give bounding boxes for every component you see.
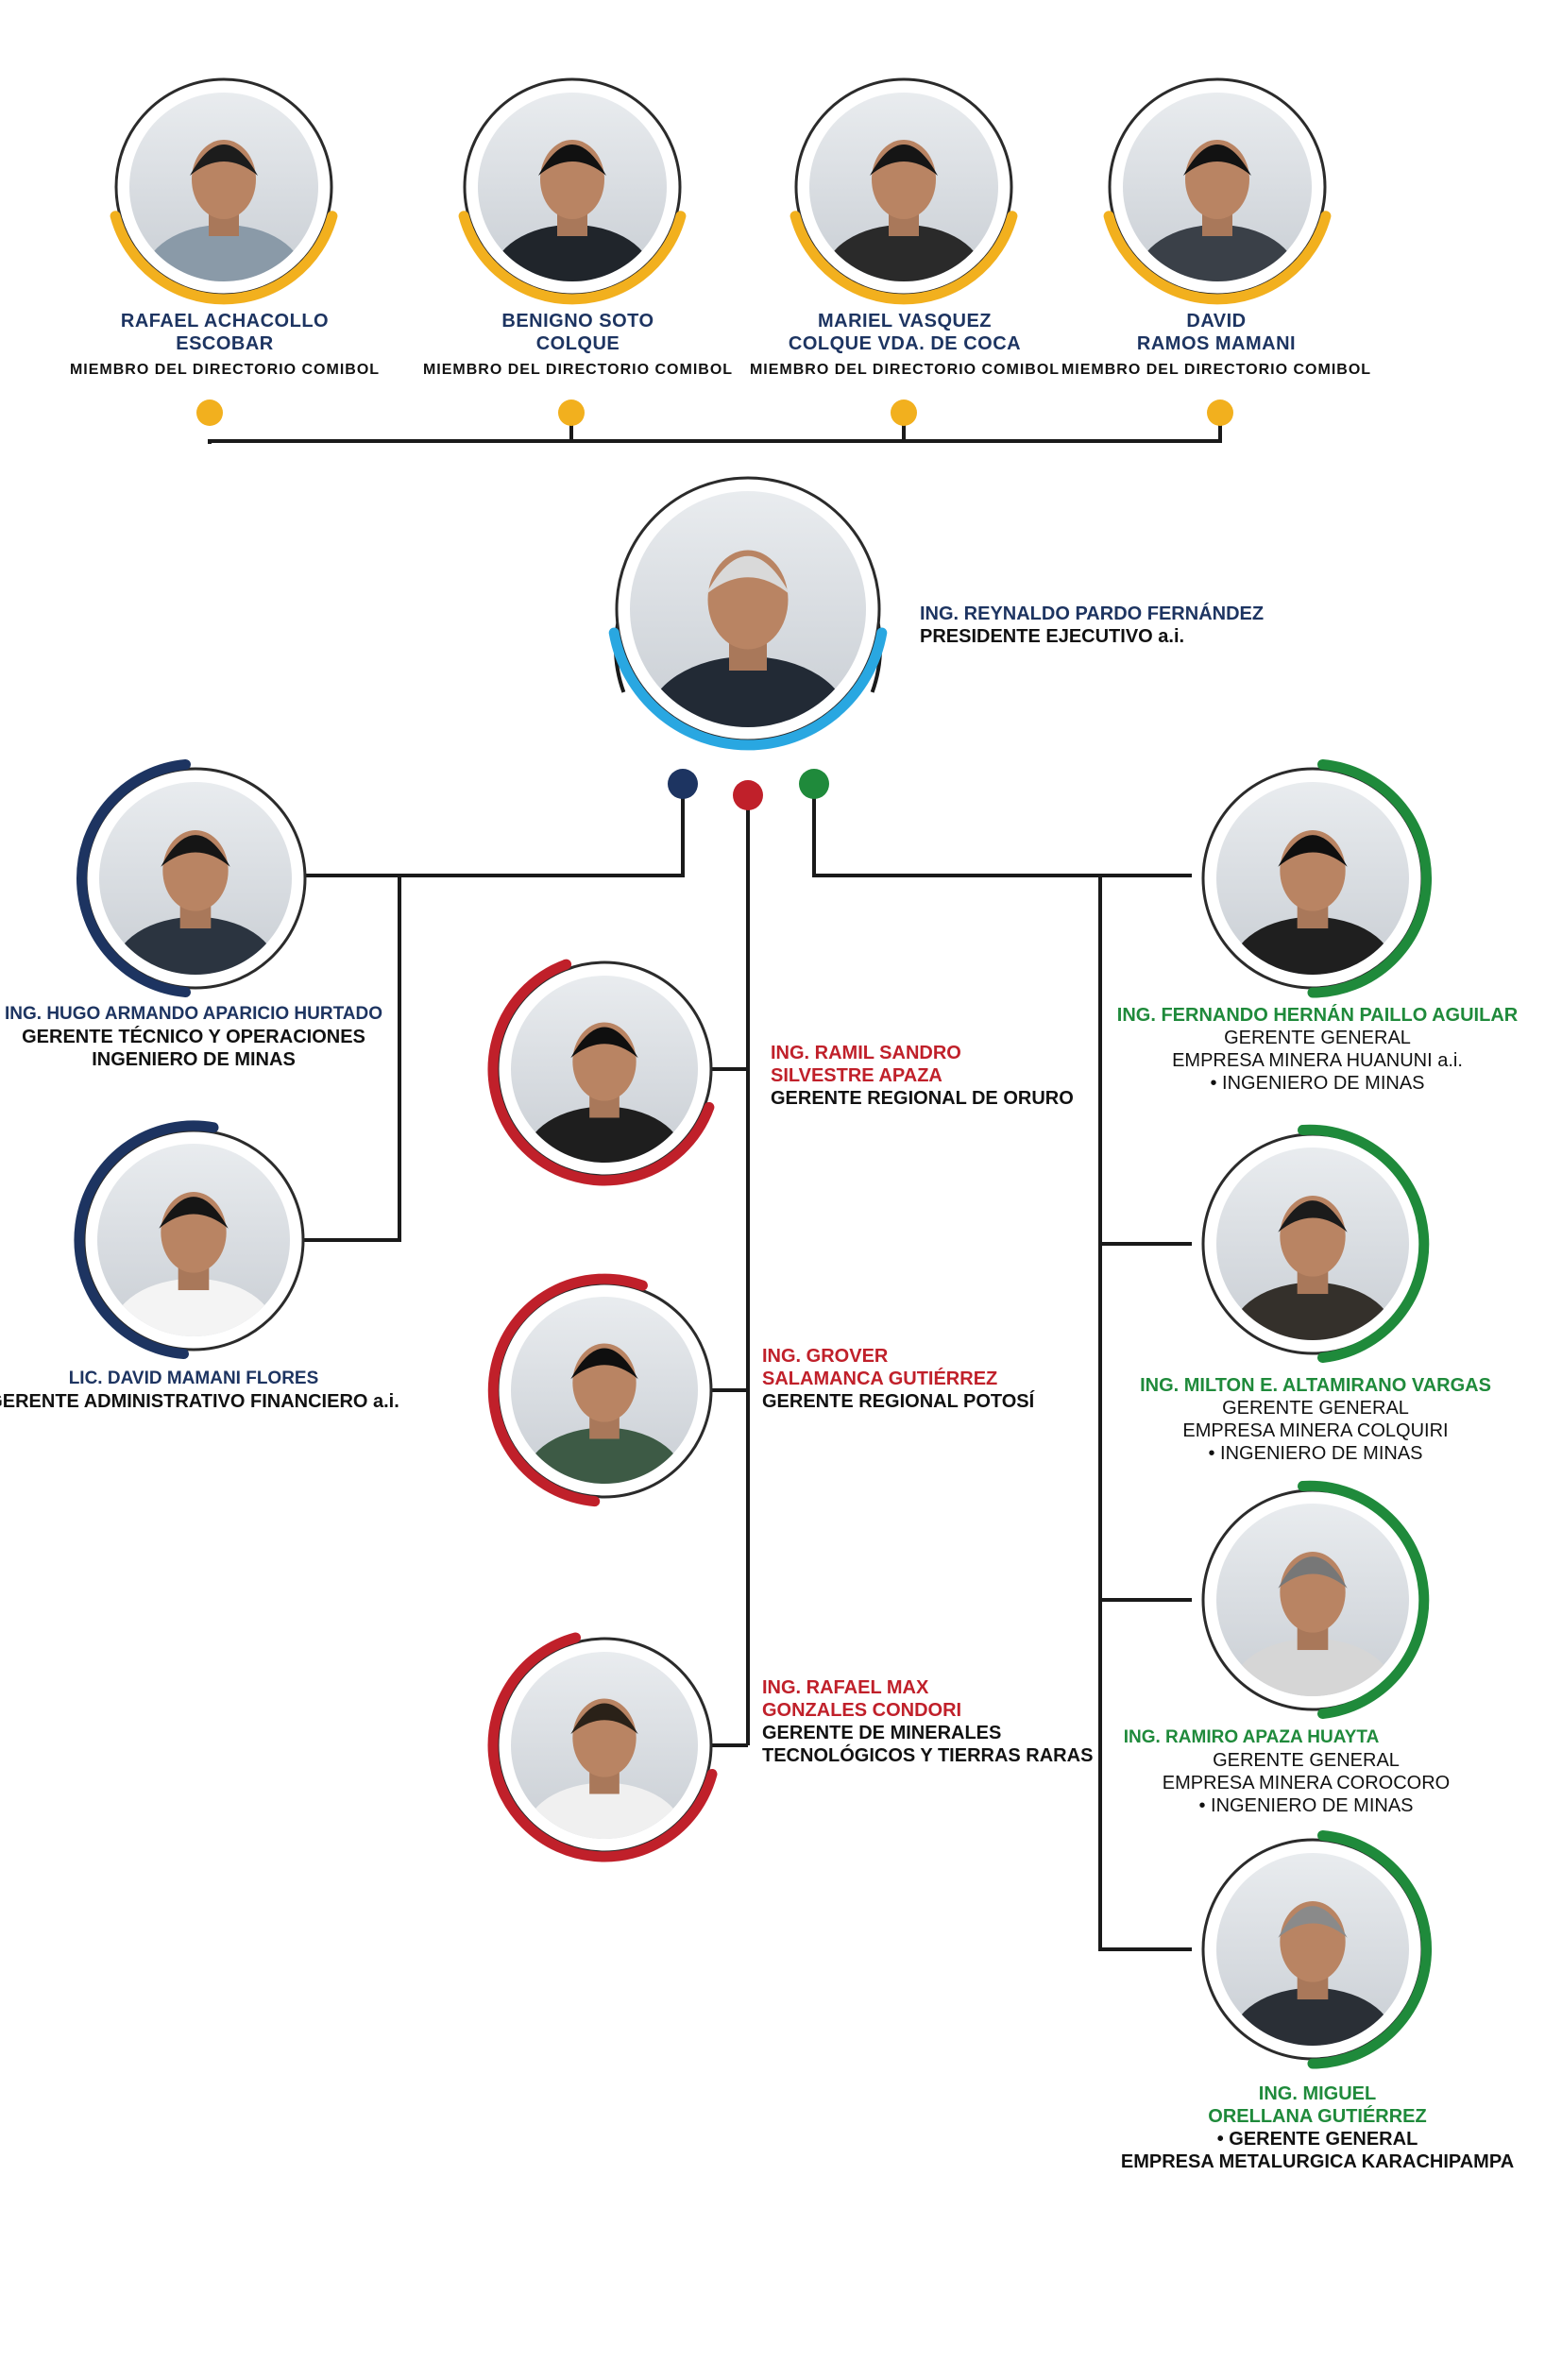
left-member-2-portrait xyxy=(74,1120,305,1359)
right-member-3-roles: GERENTE GENERAL EMPRESA MINERA COROCORO … xyxy=(1162,1750,1451,1816)
board-member-3-portrait-person-icon xyxy=(823,140,984,281)
board-member-4-portrait-person-icon xyxy=(1137,140,1298,281)
connector-line-11 xyxy=(1098,876,1192,1951)
board-member-2-portrait-person-icon xyxy=(492,140,653,281)
right-member-3-portrait xyxy=(1201,1480,1430,1719)
board-member-1-portrait xyxy=(110,77,338,305)
board-member-4-portrait xyxy=(1103,77,1332,305)
president-role: PRESIDENTE EJECUTIVO a.i. xyxy=(920,626,1185,647)
right-member-2-portrait-accent-arc xyxy=(1298,1124,1430,1363)
board-member-4-role: MIEMBRO DEL DIRECTORIO COMIBOL xyxy=(1061,362,1372,378)
left-member-2-label: LIC. DAVID MAMANI FLORES GERENTE ADMINIS… xyxy=(0,1368,399,1413)
center-member-3-portrait-person-icon xyxy=(524,1698,685,1839)
board-member-3-portrait-accent-arc xyxy=(789,211,1018,305)
center-member-2-portrait-person-icon xyxy=(524,1343,685,1484)
connector-line-10 xyxy=(812,790,1192,877)
right-member-1-label: ING. FERNANDO HERNÁN PAILLO AGUILAR GERE… xyxy=(1116,1005,1519,1094)
board-member-3-portrait xyxy=(789,77,1018,305)
left-member-1-portrait xyxy=(76,759,307,997)
board-member-1-role: MIEMBRO DEL DIRECTORIO COMIBOL xyxy=(69,362,381,378)
center-member-1-portrait-accent-arc xyxy=(487,959,715,1186)
right-member-4-portrait-person-icon xyxy=(1231,1901,1395,2046)
center-member-1-portrait-person-icon xyxy=(524,1022,685,1163)
center-member-1-label: ING. RAMIL SANDRO SILVESTRE APAZA GERENT… xyxy=(771,1043,1074,1109)
right-member-2-portrait-person-icon xyxy=(1231,1196,1395,1340)
navy-dot xyxy=(668,769,698,799)
board-dot-4 xyxy=(1207,400,1233,426)
green-dot xyxy=(799,769,829,799)
board-member-1-portrait-person-icon xyxy=(144,140,304,281)
center-member-3-label: ING. RAFAEL MAX GONZALES CONDORI GERENTE… xyxy=(762,1677,1094,1766)
board-member-3-role: MIEMBRO DEL DIRECTORIO COMIBOL xyxy=(749,362,1061,378)
portraits xyxy=(74,77,1433,2069)
president-label: ING. REYNALDO PARDO FERNÁNDEZ PRESIDENTE… xyxy=(920,603,1264,648)
right-member-2-label: ING. MILTON E. ALTAMIRANO VARGAS GERENTE… xyxy=(1140,1375,1491,1464)
red-dot xyxy=(733,780,763,810)
connector-line-1 xyxy=(208,416,1222,444)
board-member-1-portrait-accent-arc xyxy=(110,211,338,305)
president-portrait-accent-arc xyxy=(608,627,888,751)
center-member-3-portrait-accent-arc xyxy=(487,1632,718,1862)
president-portrait xyxy=(608,476,888,751)
right-member-4-portrait xyxy=(1201,1830,1433,2069)
right-member-4-label: ING. MIGUEL ORELLANA GUTIÉRREZ • GERENTE… xyxy=(1120,2083,1515,2172)
president-portrait-person-icon xyxy=(647,550,849,727)
connector-lines xyxy=(208,416,1222,1951)
center-member-2-label: ING. GROVER SALAMANCA GUTIÉRREZ GERENTE … xyxy=(762,1346,1035,1412)
right-member-1-portrait xyxy=(1201,759,1433,998)
board-dot-3 xyxy=(891,400,917,426)
right-member-3-portrait-accent-arc xyxy=(1298,1480,1430,1719)
right-member-1-portrait-accent-arc xyxy=(1307,759,1433,998)
board-member-2-role: MIEMBRO DEL DIRECTORIO COMIBOL xyxy=(422,362,734,378)
left-member-2-name: LIC. DAVID MAMANI FLORES xyxy=(68,1368,319,1388)
left-member-1-name: ING. HUGO ARMANDO APARICIO HURTADO xyxy=(4,1004,383,1024)
center-member-2-portrait-accent-arc xyxy=(487,1273,648,1507)
board-member-2-portrait xyxy=(458,77,687,305)
right-member-2-portrait xyxy=(1201,1124,1430,1363)
left-member-1-portrait-person-icon xyxy=(113,830,278,975)
center-member-2-portrait xyxy=(487,1273,713,1507)
right-member-1-portrait-person-icon xyxy=(1231,830,1395,975)
left-member-1-label: ING. HUGO ARMANDO APARICIO HURTADO GEREN… xyxy=(4,1004,383,1070)
left-member-2-portrait-person-icon xyxy=(111,1192,276,1336)
center-member-1-portrait xyxy=(487,959,715,1186)
president-name: ING. REYNALDO PARDO FERNÁNDEZ xyxy=(920,604,1265,624)
right-member-4-portrait-accent-arc xyxy=(1307,1830,1433,2069)
right-member-3-label: ING. RAMIRO APAZA HUAYTA xyxy=(1123,1727,1380,1747)
right-member-3-portrait-person-icon xyxy=(1231,1552,1395,1696)
board-dot-2 xyxy=(558,400,585,426)
board-member-2-portrait-accent-arc xyxy=(458,211,687,305)
board-member-4-portrait-accent-arc xyxy=(1103,211,1332,305)
left-member-1-portrait-accent-arc xyxy=(76,759,191,997)
center-member-3-portrait xyxy=(487,1632,718,1862)
left-member-2-portrait-accent-arc xyxy=(74,1120,219,1359)
board-dot-1 xyxy=(196,400,223,426)
